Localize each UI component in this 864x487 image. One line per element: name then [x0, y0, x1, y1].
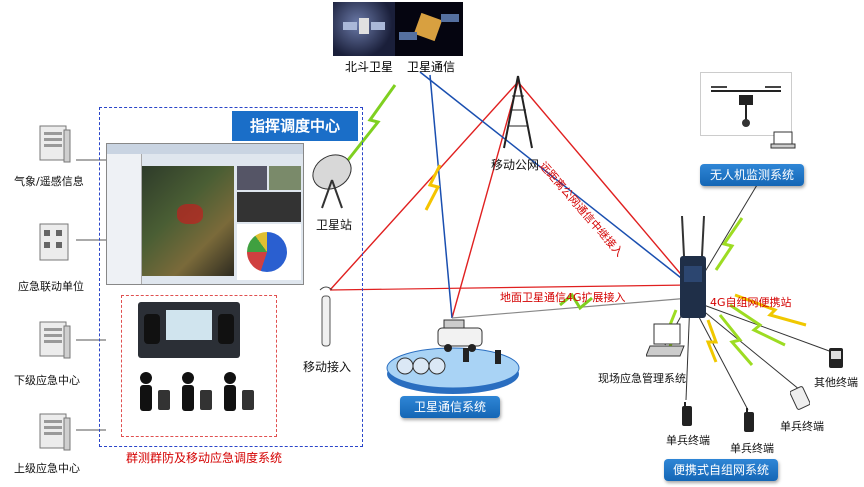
soldier-terminal-label-2: 单兵终端: [730, 442, 774, 455]
other-terminals-label: 其他终端: [814, 376, 858, 389]
mobile-access-antenna-icon: [316, 286, 336, 352]
satcom-satellite-image: [395, 2, 463, 56]
dispatch-console: [138, 302, 240, 358]
uav-laptop-icon: [770, 130, 796, 156]
satcom-platform: [383, 340, 523, 400]
uav-drone-image: [700, 72, 792, 136]
lower-center-server-icon: [38, 318, 72, 360]
field-personnel-icons: [136, 370, 260, 420]
satcom-label: 卫星通信: [407, 60, 456, 74]
satcom-system-label: 卫星通信系统: [400, 396, 500, 418]
emergency-linkage-building-icon: [38, 220, 72, 262]
soldier-terminal-label-3: 单兵终端: [780, 420, 824, 433]
left-unit-linkage-label: 应急联动单位: [18, 280, 84, 293]
subsystem-box: [121, 295, 277, 437]
command-center-title: 指挥调度中心: [232, 111, 358, 141]
soldier-terminal-icon-1: [680, 402, 694, 432]
portable-adhoc-system-label: 便携式自组网系统: [664, 459, 778, 481]
dispatch-software-screenshot: [106, 143, 304, 285]
satellite-icon: [343, 18, 385, 34]
subsystem-label: 群测群防及移动应急调度系统: [126, 451, 283, 465]
command-center-box: [99, 107, 363, 447]
soldier-terminal-label-1: 单兵终端: [666, 434, 710, 447]
uav-system-label: 无人机监测系统: [700, 164, 804, 186]
beidou-satellite-image: [333, 2, 395, 56]
soldier-terminal-icon-3: [789, 386, 811, 414]
drone-icon: [711, 86, 781, 127]
left-unit-lower-label: 下级应急中心: [14, 374, 80, 387]
mobile-access-label: 移动接入: [303, 360, 352, 374]
satellite-icon: [399, 12, 459, 42]
ground-sat-4g-link-label: 地面卫星通信4G扩展接入: [500, 291, 626, 304]
portable-station-icon: [676, 215, 710, 324]
beidou-label: 北斗卫星: [345, 60, 394, 74]
left-unit-weather-label: 气象/遥感信息: [14, 175, 84, 188]
soldier-terminal-icon-2: [742, 408, 756, 438]
field-laptop-icon: [645, 322, 686, 362]
portable-station-label: 4G自组网便携站: [710, 296, 792, 309]
satcom-vehicle-icon: [436, 316, 486, 356]
mobile-public-network-label: 移动公网: [491, 158, 540, 172]
satellite-station-label: 卫星站: [316, 218, 353, 232]
upper-center-server-icon: [38, 410, 72, 452]
cell-tower-icon: [500, 70, 536, 154]
field-management-label: 现场应急管理系统: [598, 372, 686, 385]
other-terminal-phone-icon: [826, 346, 846, 374]
personnel-with-phones-icon: [140, 372, 254, 411]
satellite-dish-icon: [306, 150, 356, 214]
weather-remote-sensing-server-icon: [38, 122, 72, 164]
left-unit-upper-label: 上级应急中心: [14, 462, 80, 475]
